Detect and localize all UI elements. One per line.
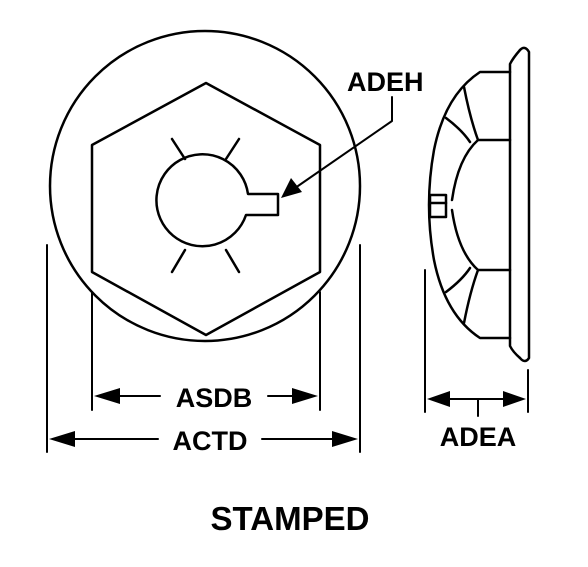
label-actd: ACTD: [173, 426, 248, 456]
side-hex-lower: [462, 268, 512, 325]
hex-outline: [90, 81, 322, 337]
center-bore-with-slot: [155, 153, 280, 248]
actd-dimension: ACTD: [46, 244, 361, 456]
side-view: [427, 46, 531, 363]
adeh-leader-line: [297, 96, 393, 187]
label-asdb: ASDB: [176, 383, 253, 413]
flange-outer-circle: [48, 29, 362, 343]
adea-arrow-left: [427, 391, 450, 407]
adeh-callout: ADEH: [281, 67, 424, 198]
label-adeh: ADEH: [347, 67, 424, 97]
asdb-dimension: ASDB: [91, 291, 321, 413]
side-tab-slot: [428, 193, 448, 219]
drawing-title: STAMPED: [211, 500, 370, 537]
label-adea: ADEA: [440, 422, 517, 452]
adea-dimension: ADEA: [424, 269, 529, 452]
asdb-arrow-right: [292, 388, 318, 404]
front-view: [48, 29, 362, 343]
side-flange-back: [518, 46, 531, 363]
side-hex-upper: [462, 85, 512, 142]
adeh-arrowhead: [281, 178, 302, 198]
asdb-arrow-left: [94, 388, 120, 404]
actd-arrow-left: [49, 431, 75, 447]
side-flange-front: [508, 48, 522, 360]
actd-arrow-right: [332, 431, 358, 447]
radial-teeth: [170, 137, 241, 274]
adea-arrow-right: [503, 391, 526, 407]
